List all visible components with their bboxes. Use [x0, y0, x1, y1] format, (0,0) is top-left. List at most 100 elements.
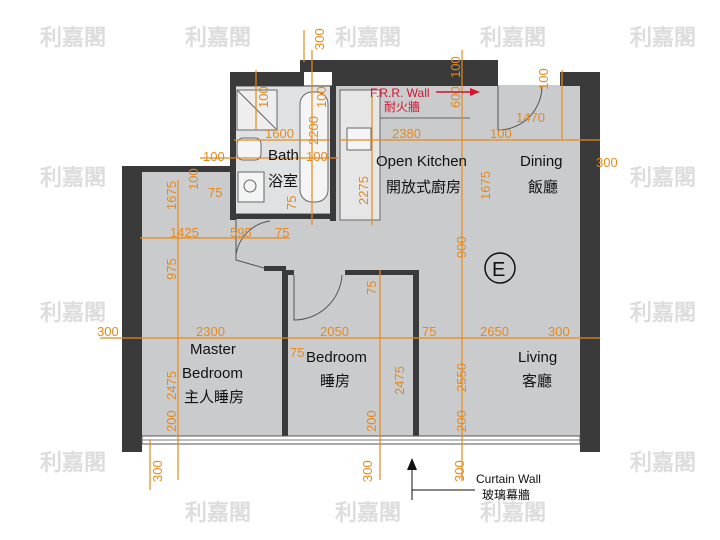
curtain-wall-arrow-head	[407, 458, 417, 470]
wall-bath-left	[230, 72, 236, 220]
dim-300-bottom-a: 300	[150, 460, 165, 482]
dim-595-bath: 595	[230, 225, 252, 240]
room-labels: Bath 浴室 Open Kitchen 開放式廚房 Dining 飯廳 Mas…	[182, 147, 563, 406]
bedroom-label-zh: 睡房	[320, 373, 350, 390]
wall-bedroom-top	[282, 270, 294, 275]
dimension-lines	[100, 30, 600, 490]
master-label-en2: Bedroom	[182, 365, 243, 382]
bath-label-en: Bath	[268, 147, 299, 164]
wall-master-top-right	[264, 266, 286, 271]
dim-300-bottom-c: 300	[452, 460, 467, 482]
bath-toilet	[236, 137, 262, 161]
kitchen-sink	[346, 127, 372, 151]
dim-2380-kitchen: 2380	[392, 126, 421, 141]
kitchen-counter	[339, 89, 381, 221]
dim-75-bedroom-b: 75	[422, 324, 436, 339]
dim-300-top: 300	[312, 28, 327, 50]
dim-200-living: 200	[454, 410, 469, 432]
watermark: 利嘉閣	[335, 500, 401, 525]
dim-300-right: 300	[596, 155, 618, 170]
dim-75-bath: 75	[284, 196, 299, 210]
kitchen-label-zh: 開放式廚房	[386, 178, 461, 196]
living-label-en: Living	[518, 349, 557, 366]
dim-2475-master: 2475	[164, 371, 179, 400]
dim-2475-bedroom: 2475	[392, 366, 407, 395]
watermark: 利嘉閣	[40, 300, 106, 325]
wall-bath-bottom	[230, 214, 336, 219]
dim-75-master: 75	[208, 185, 222, 200]
dim-100-kitchen-b: 100	[490, 126, 512, 141]
curtain-wall	[141, 435, 581, 445]
wall-top-kitchen	[332, 72, 498, 86]
wall-top-slab	[300, 60, 498, 72]
bath-shower-diagonal	[236, 89, 278, 131]
wall-bedroom-right	[413, 272, 419, 440]
dim-2275-kitchen: 2275	[356, 176, 371, 205]
dining-label-zh: 飯廳	[528, 178, 558, 196]
bath-sink	[237, 171, 265, 203]
dim-100-dining: 100	[536, 68, 551, 90]
door-bedroom-swing	[293, 274, 343, 321]
dim-300-living: 300	[548, 324, 570, 339]
dim-1425-master: 1425	[170, 225, 199, 240]
watermark: 利嘉閣	[630, 450, 696, 475]
bath-tub	[299, 91, 329, 203]
watermark-layer: 利嘉閣 利嘉閣 利嘉閣 利嘉閣 利嘉閣 利嘉閣 利嘉閣 利嘉閣 利嘉閣 利嘉閣 …	[40, 25, 696, 525]
watermark: 利嘉閣	[480, 25, 546, 50]
watermark: 利嘉閣	[630, 165, 696, 190]
dim-2650-living: 2650	[480, 324, 509, 339]
dim-600-kitchen: 600	[448, 86, 463, 108]
dim-2300-master: 2300	[196, 324, 225, 339]
wall-layer	[122, 60, 600, 452]
watermark: 利嘉閣	[40, 450, 106, 475]
wall-bedroom-top-right	[345, 270, 419, 275]
watermark: 利嘉閣	[335, 25, 401, 50]
curtain-wall-en: Curtain Wall	[476, 472, 541, 486]
dim-100-left: 100	[203, 149, 225, 164]
frr-wall-label: F.R.R. Wall 耐火牆	[370, 86, 480, 114]
wall-bedroom-left	[282, 272, 288, 440]
living-label-zh: 客廳	[522, 372, 552, 390]
door-bath-swing	[235, 220, 271, 256]
dim-75-bedroom: 75	[364, 281, 379, 295]
dim-200-master: 200	[164, 410, 179, 432]
dining-label-en: Dining	[520, 153, 563, 170]
dim-75-bedroom-c: 75	[290, 345, 304, 360]
dim-1470-dining: 1470	[516, 110, 545, 125]
dim-100-master: 100	[186, 168, 201, 190]
watermark: 利嘉閣	[185, 500, 251, 525]
dim-1675-master: 1675	[164, 181, 179, 210]
door-layer	[235, 85, 543, 321]
watermark: 利嘉閣	[630, 300, 696, 325]
unit-marker-circle	[484, 252, 516, 284]
watermark: 利嘉閣	[630, 25, 696, 50]
frr-wall-zh: 耐火牆	[384, 99, 420, 114]
bath-sink-drain	[243, 179, 257, 193]
dim-1675-dining: 1675	[478, 171, 493, 200]
dim-1600-bath: 1600	[265, 126, 294, 141]
watermark: 利嘉閣	[40, 25, 106, 50]
dim-2050-bedroom: 2050	[320, 324, 349, 339]
master-label-en1: Master	[190, 341, 236, 358]
dim-100-bath-b: 100	[314, 86, 329, 108]
frr-wall-arrow-head	[470, 88, 480, 96]
dim-75-bath-b: 75	[275, 225, 289, 240]
dim-300-bottom-b: 300	[360, 460, 375, 482]
dim-100-mid: 100	[306, 149, 328, 164]
watermark: 利嘉閣	[480, 500, 546, 525]
dim-100-bath: 100	[256, 86, 271, 108]
door-master-swing	[235, 219, 265, 269]
watermark: 利嘉閣	[185, 25, 251, 50]
bedroom-label-en: Bedroom	[306, 349, 367, 366]
unit-marker: E	[484, 252, 516, 284]
curtain-wall-callout: Curtain Wall 玻璃幕牆	[407, 458, 541, 502]
dim-2550-living: 2550	[454, 363, 469, 392]
curtain-wall-zh: 玻璃幕牆	[482, 487, 530, 502]
dim-975-master: 975	[164, 258, 179, 280]
wall-left-top	[122, 166, 232, 172]
dim-900-kitchen: 900	[454, 236, 469, 258]
door-dining-swing	[497, 85, 543, 131]
watermark: 利嘉閣	[40, 165, 106, 190]
dim-200-bedroom: 200	[364, 410, 379, 432]
